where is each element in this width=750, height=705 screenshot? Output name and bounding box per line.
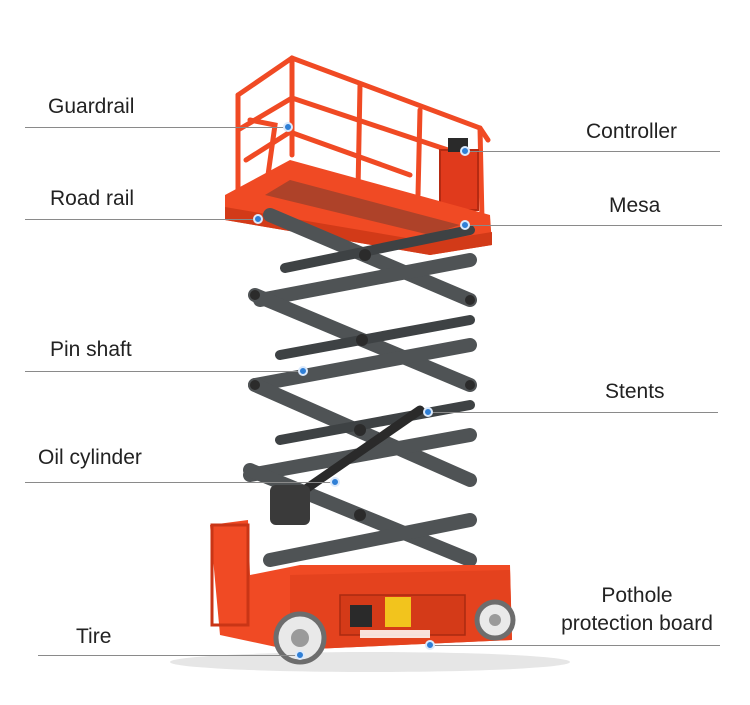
pothole-label-line2: protection board <box>561 612 713 635</box>
mesa-marker-icon <box>460 220 470 230</box>
mesa-label: Mesa <box>609 194 661 217</box>
road-rail-label: Road rail <box>50 187 135 210</box>
guardrail-leader-line <box>25 127 288 128</box>
pothole-label-line1: Pothole <box>601 584 673 607</box>
stents-leader-line <box>428 412 718 413</box>
stents-label: Stents <box>605 380 665 403</box>
pin-shaft-marker-icon <box>298 366 308 376</box>
pothole-marker-icon <box>425 640 435 650</box>
pin-shaft-label: Pin shaft <box>50 338 132 361</box>
mesa-leader-line <box>465 225 722 226</box>
controller-marker-icon <box>460 146 470 156</box>
oil-cylinder-label: Oil cylinder <box>38 446 142 469</box>
controller-label: Controller <box>586 120 678 143</box>
controller-leader-line <box>465 151 720 152</box>
tire-leader-line <box>38 655 300 656</box>
oil-cylinder-marker-icon <box>330 477 340 487</box>
road-rail-marker-icon <box>253 214 263 224</box>
pin-shaft-leader-line <box>25 371 303 372</box>
oil-cylinder-leader-line <box>25 482 335 483</box>
tire-marker-icon <box>295 650 305 660</box>
pothole-leader-line <box>430 645 720 646</box>
guardrail-marker-icon <box>283 122 293 132</box>
tire-label: Tire <box>76 625 112 648</box>
road-rail-leader-line <box>25 219 258 220</box>
guardrail-label: Guardrail <box>48 95 135 118</box>
stents-marker-icon <box>423 407 433 417</box>
